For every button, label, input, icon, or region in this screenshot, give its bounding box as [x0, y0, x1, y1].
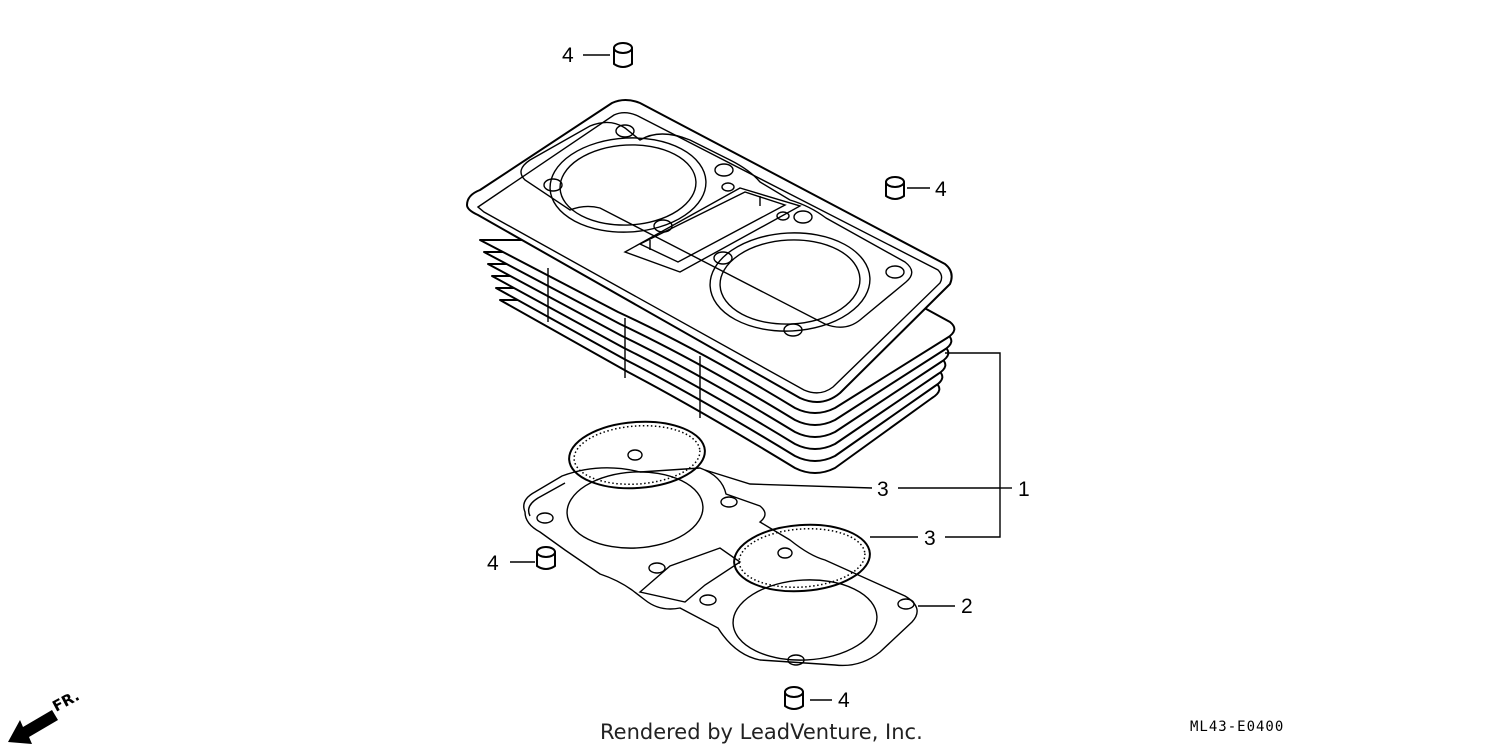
callout-dowel-left: 4	[487, 552, 499, 575]
callout-dowel-top: 4	[562, 44, 574, 67]
callout-cylinder: 1	[1018, 478, 1030, 501]
arrow-front-icon	[8, 710, 58, 744]
o-ring-upper[interactable]	[567, 417, 707, 492]
diagram-code: ML43-E0400	[1190, 719, 1284, 735]
callout-gasket: 2	[961, 595, 973, 618]
leader-lines	[510, 54, 1012, 701]
base-gasket[interactable]	[523, 449, 918, 667]
callout-dowel-bottom: 4	[838, 689, 850, 712]
cylinder-block[interactable]	[466, 99, 956, 474]
dowel-pin-right[interactable]	[885, 176, 905, 200]
o-ring-lower[interactable]	[732, 520, 872, 595]
dowel-pin-top[interactable]	[613, 42, 633, 68]
callout-o-ring-lower: 3	[924, 527, 936, 550]
credit-text: Rendered by LeadVenture, Inc.	[600, 720, 923, 744]
dowel-pin-bottom[interactable]	[784, 686, 804, 710]
direction-label: FR.	[49, 687, 82, 716]
dowel-pin-left[interactable]	[536, 546, 556, 570]
callout-dowel-right: 4	[935, 178, 947, 201]
callout-o-ring-upper: 3	[877, 478, 889, 501]
